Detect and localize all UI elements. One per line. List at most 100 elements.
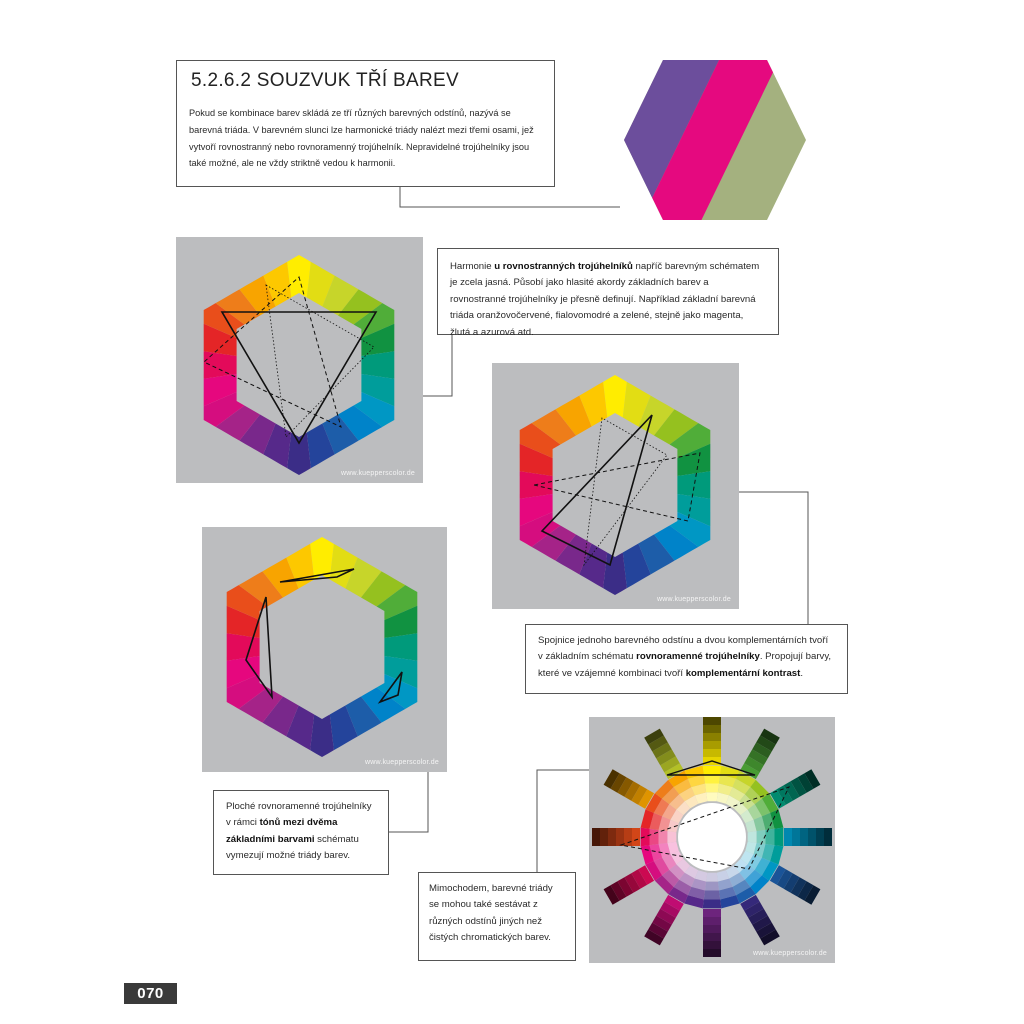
wheel-segment <box>345 696 382 737</box>
sun-ring-segment <box>687 774 705 788</box>
sun-ray-segment <box>631 785 648 805</box>
wheel-segment <box>384 656 418 689</box>
sun-ring-segment <box>717 878 733 891</box>
sun-ray-segment <box>784 828 792 846</box>
sun-ring-segment <box>770 809 784 829</box>
sun-ray-segment <box>808 828 816 846</box>
sun-ring-segment <box>654 779 674 799</box>
sun-ray-segment <box>617 877 634 897</box>
sun-ring-segment <box>750 779 770 799</box>
sun-ray-segment <box>703 909 721 917</box>
sun-ray-segment <box>703 741 721 749</box>
sun-ray-segment <box>648 922 668 939</box>
sun-ray-segment <box>797 881 814 901</box>
wheel-segment <box>654 409 699 445</box>
sun-ring-segment <box>673 879 692 896</box>
sun-ring-segment <box>705 783 719 793</box>
wheel-segment <box>654 525 699 561</box>
wheel-segment <box>306 261 335 307</box>
other-caption: Mimochodem, barevné triády se mohou také… <box>429 883 553 944</box>
triad-hexagon-icon <box>624 60 806 220</box>
sun-ray-segment <box>617 777 634 797</box>
sun-ring-segment <box>716 870 730 882</box>
sun-ring-segment <box>667 831 677 843</box>
sun-ray-segment <box>660 756 680 773</box>
sun-ring-segment <box>770 845 784 865</box>
sun-ray-segment <box>608 828 616 846</box>
sun-ring-segment <box>668 887 688 904</box>
section-heading: 5.2.6.2 SOUZVUK TŘÍ BAREV <box>191 70 459 91</box>
wheel-segment <box>677 471 711 499</box>
sun-ray-segment <box>800 828 808 846</box>
sun-ray-segment <box>804 769 821 789</box>
sun-ring-segment <box>705 881 719 891</box>
wheel-segment <box>262 557 299 598</box>
intro-text: Pokud se kombinace barev skládá ze tří r… <box>189 108 534 169</box>
sun-ring-segment <box>761 844 775 862</box>
wheel-segment <box>310 714 334 757</box>
sun-ring-segment <box>658 830 668 844</box>
wheel-segment <box>238 571 283 607</box>
equilateral-caption-box: Harmonie u rovnostranných trojúhelníků n… <box>437 248 779 338</box>
sun-ray-segment <box>703 933 721 941</box>
sun-ring-segment <box>703 774 721 784</box>
sun-ray-segment <box>769 865 786 885</box>
sun-ring-segment <box>747 831 757 843</box>
sun-ring-segment <box>662 787 680 805</box>
credit-label: www.kuepperscolor.de <box>752 950 827 957</box>
sun-ring-segment <box>747 854 762 870</box>
wheel-segment <box>306 423 335 469</box>
sun-ray-segment <box>748 908 768 925</box>
sun-ring-segment <box>653 857 670 876</box>
sun-ray-segment <box>703 749 721 757</box>
wheel-segment <box>361 323 395 356</box>
sun-ring-segment <box>706 872 718 882</box>
sun-ring-segment <box>640 809 654 829</box>
wheel-segment <box>203 392 245 427</box>
sun-ring-segment <box>719 886 737 900</box>
sun-ray-segment <box>792 828 800 846</box>
wheel-segment <box>215 405 260 441</box>
sun-ring-segment <box>684 865 699 879</box>
sun-ring-segment <box>649 844 663 862</box>
equilateral-caption: Harmonie u rovnostranných trojúhelníků n… <box>450 261 760 338</box>
sun-ring-segment <box>662 854 677 870</box>
sun-ring-segment <box>653 798 670 817</box>
sun-ray-segment <box>624 828 632 846</box>
sun-ring-segment <box>669 864 685 880</box>
sun-ray-segment <box>797 773 814 793</box>
flat-caption-box: Ploché rovnoramenné trojúhelníky v rámci… <box>213 790 389 875</box>
sun-ray-segment <box>740 894 760 911</box>
sun-ring-segment <box>732 778 751 795</box>
sun-ray-segment <box>804 885 821 905</box>
wheel-segment <box>361 374 395 407</box>
sun-ray-segment <box>703 733 721 741</box>
page-number: 070 <box>124 983 177 1004</box>
sun-ray-segment <box>632 828 640 846</box>
color-sun-panel: www.kuepperscolor.de <box>589 717 835 963</box>
sun-ray-segment <box>790 877 807 897</box>
wheel-segment <box>287 432 311 475</box>
wheel-segment <box>345 557 382 598</box>
wheel-segment <box>579 543 608 589</box>
wheel-segment <box>239 414 276 455</box>
wheel-segment <box>579 381 608 427</box>
sun-ring-segment <box>691 878 707 891</box>
sun-ring-segment <box>662 869 680 887</box>
wheel-segment <box>376 674 418 709</box>
sun-ring-segment <box>736 887 756 904</box>
sun-ray-segment <box>656 908 676 925</box>
sun-ring-segment <box>740 850 754 865</box>
sun-ring-segment <box>649 828 659 846</box>
sun-ray-segment <box>783 873 800 893</box>
sun-ray-segment <box>610 881 627 901</box>
sun-ray-segment <box>744 756 764 773</box>
wheel-segment <box>638 534 675 575</box>
equilateral-triangle-panel: www.kuepperscolor.de <box>176 237 423 483</box>
sun-ring-segment <box>684 895 704 909</box>
sun-ring-segment <box>740 809 754 824</box>
wheel-segment <box>353 392 395 427</box>
wheel-segment <box>353 303 395 338</box>
sun-ring-segment <box>719 774 737 788</box>
wheel-segment <box>338 405 383 441</box>
